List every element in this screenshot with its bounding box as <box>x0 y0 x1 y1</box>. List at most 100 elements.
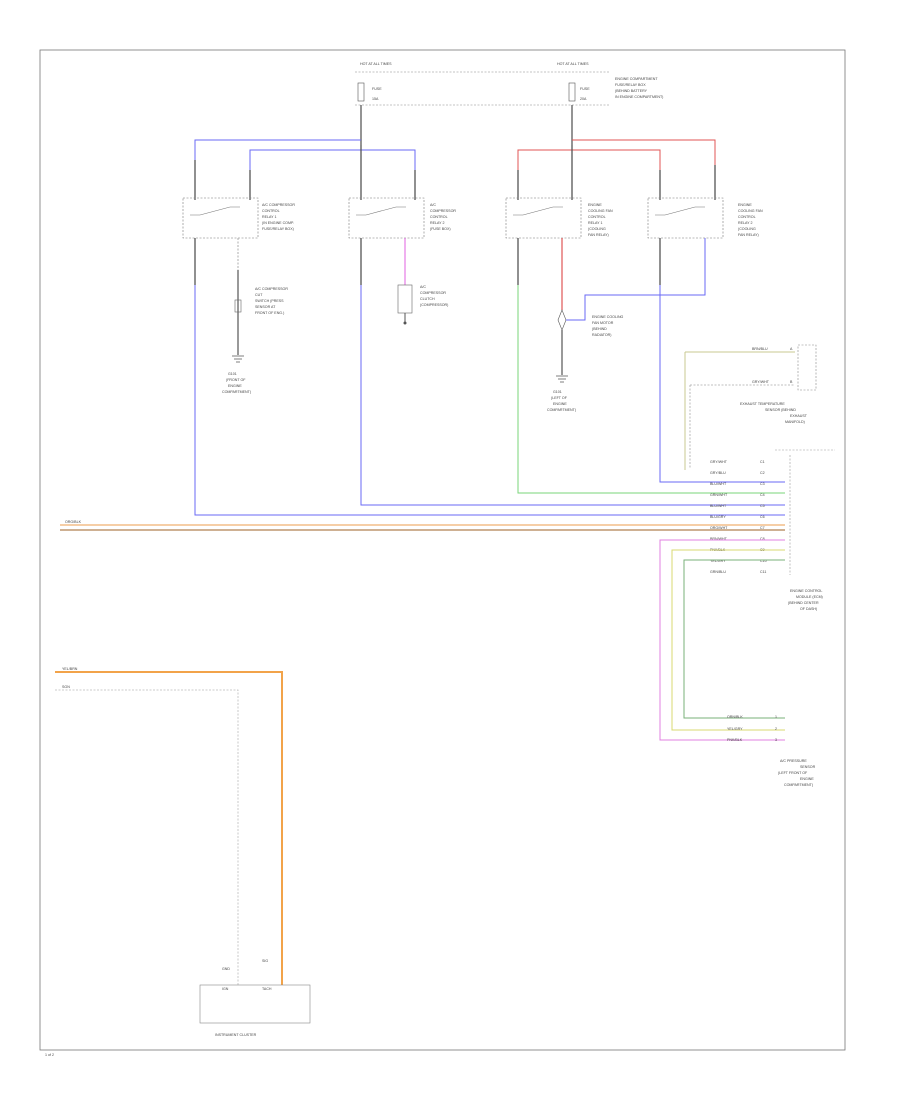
ecm-pin-4: C5 <box>760 504 765 508</box>
relay-1: A/C COMPRESSOR CONTROL RELAY 1 (IN ENGIN… <box>182 197 295 239</box>
relay-2-line-0: A/C <box>430 203 436 207</box>
ac-pressure-wires: ORN/BLK YEL/GRY PNK/BLK 1 2 3 A/C PRESSU… <box>659 539 816 787</box>
relay-1-line-1: CONTROL <box>262 209 280 213</box>
ac-pressure-pin-0: 1 <box>775 715 777 719</box>
ecm-label-1: MODULE (ECM) <box>796 595 823 599</box>
wire-relay4-to-ecm <box>659 285 785 483</box>
instrument-cluster: GND IGN SIG TACH INSTRUMENT CLUSTER <box>199 959 311 1037</box>
ecm-pin-2: C3 <box>760 482 765 486</box>
ac-pressure-pin-2: 3 <box>775 738 777 742</box>
ac-pressure-label-2: (LEFT FRONT OF <box>778 771 808 775</box>
ac-comp-sensor-4: FRONT OF ENG.) <box>255 311 284 315</box>
exhaust-pin-1: B <box>790 380 793 384</box>
ac-comp-sensor: A/C COMPRESSOR CUT SWITCH (PRESS SENSOR … <box>222 238 288 394</box>
relay-1-line-2: RELAY 1 <box>262 215 276 219</box>
exhaust-wire-0: BRN/BLU <box>752 347 768 351</box>
ecm-wire-2: BLU/WHT <box>710 482 727 486</box>
ecm-wire-0: GRY/WHT <box>710 460 728 464</box>
ecm-label-3: OF DASH) <box>800 607 817 611</box>
ecm-connector: GRY/WHT GRY/BLU BLU/WHT GRN/WHT BLU/WHT … <box>710 449 835 611</box>
relay-3-line-5: FAN RELAY) <box>588 233 609 237</box>
exhaust-label-0: EXHAUST TEMPERATURE <box>740 402 785 406</box>
relay-2-line-1: COMPRESSOR <box>430 209 456 213</box>
cooling-fan-0: ENGINE COOLING <box>592 315 624 319</box>
relay-3: ENGINE COOLING FAN CONTROL RELAY 1 (COOL… <box>505 197 613 239</box>
ecm-pin-1: C2 <box>760 471 765 475</box>
ac-comp-sensor-3: SENSOR AT <box>255 305 276 309</box>
wire-relay3-to-ecm <box>517 285 785 494</box>
fuse-note-0: ENGINE COMPARTMENT <box>615 77 658 81</box>
ecm-wire-4: BLU/WHT <box>710 504 727 508</box>
cluster-pin-0-sub: GND <box>222 967 230 971</box>
ecm-pin-5: C6 <box>760 515 765 519</box>
relay-2-line-3: RELAY 2 <box>430 221 444 225</box>
ecm-label-2: (BEHIND CENTER <box>788 601 819 605</box>
cooling-fan-3: RADIATOR) <box>592 333 611 337</box>
ac-clutch-3: (COMPRESSOR) <box>420 303 448 307</box>
ground-left-1: (FRONT OF <box>226 378 246 382</box>
relay-1-line-3: (IN ENGINE COMP. <box>262 221 294 225</box>
cluster-wires: YEL/BRN SGN <box>55 667 283 985</box>
ecm-pin-9: C10 <box>760 559 767 563</box>
ground-left-0: G101 <box>228 372 237 376</box>
relay-4-line-0: ENGINE <box>738 203 752 207</box>
relay-2-line-4: (FUSE BOX) <box>430 227 451 231</box>
exhaust-wire-1: GRY/WHT <box>752 380 770 384</box>
fuse-note-3: IN ENGINE COMPARTMENT) <box>615 95 663 99</box>
page-number: 1 of 2 <box>45 1053 54 1057</box>
blue-fan-return <box>566 238 706 321</box>
relay-3-line-2: CONTROL <box>588 215 606 219</box>
ac-clutch: A/C COMPRESSOR CLUTCH (COMPRESSOR) <box>397 238 448 325</box>
relay-2: A/C COMPRESSOR CONTROL RELAY 2 (FUSE BOX… <box>348 197 456 239</box>
relay-4: ENGINE COOLING FAN CONTROL RELAY 2 (COOL… <box>647 197 763 239</box>
ecm-pin-10: C11 <box>760 570 766 574</box>
relay-4-line-2: CONTROL <box>738 215 756 219</box>
left-orange-wire-label: ORG/BLK <box>65 520 82 524</box>
fuse-left-symbol <box>357 82 365 102</box>
ecm-pin-0: C1 <box>760 460 765 464</box>
relay-4-line-3: RELAY 2 <box>738 221 752 225</box>
cooling-fan-1: FAN MOTOR <box>592 321 614 325</box>
ac-clutch-ground-icon <box>403 321 407 325</box>
ac-clutch-2: CLUTCH <box>420 297 435 301</box>
ground-right-1: (LEFT OF <box>551 396 568 400</box>
ac-pressure-wire-1: YEL/GRY <box>727 727 743 731</box>
fuse-left-title: HOT AT ALL TIMES <box>360 62 392 66</box>
relay-2-line-2: CONTROL <box>430 215 448 219</box>
ecm-wire-3: GRN/WHT <box>710 493 728 497</box>
relay-3-line-4: (COOLING <box>588 227 606 231</box>
cluster-label: INSTRUMENT CLUSTER <box>215 1033 257 1037</box>
ac-clutch-0: A/C <box>420 285 426 289</box>
ecm-wire-7: BRN/WHT <box>710 537 728 541</box>
exhaust-pin-0: A <box>790 347 793 351</box>
exhaust-label-1: SENSOR (BEHIND <box>765 408 796 412</box>
ground-right-3: COMPARTMENT) <box>547 408 576 412</box>
ecm-label-0: ENGINE CONTROL <box>790 589 822 593</box>
ecm-wire-list: GRY/WHT GRY/BLU BLU/WHT GRN/WHT BLU/WHT … <box>710 460 767 574</box>
relay-4-line-5: FAN RELAY) <box>738 233 759 237</box>
ground-left-3: COMPARTMENT) <box>222 390 251 394</box>
fuse-note-2: (BEHIND BATTERY <box>615 89 648 93</box>
fuse-right-symbol <box>568 82 576 102</box>
relay-3-line-1: COOLING FAN <box>588 209 613 213</box>
blue-feed-wires <box>194 139 416 170</box>
ecm-wire-6: ORG/WHT <box>710 526 728 530</box>
ground-left-icon <box>232 355 244 363</box>
ecm-pin-6: C7 <box>760 526 765 530</box>
cluster-pin-1: TACH <box>262 987 272 991</box>
ecm-pin-7: C8 <box>760 537 765 541</box>
relay-3-line-3: RELAY 1 <box>588 221 602 225</box>
ac-pressure-wire-2: PNK/BLK <box>727 738 743 742</box>
relay-3-line-0: ENGINE <box>588 203 602 207</box>
fuse-note-1: FUSE/RELAY BOX <box>615 83 646 87</box>
diagram-border <box>39 49 846 1051</box>
relay-outputs <box>194 238 661 285</box>
ac-comp-sensor-0: A/C COMPRESSOR <box>255 287 288 291</box>
relay-1-line-4: FUSE/RELAY BOX) <box>262 227 294 231</box>
ecm-wire-9: YEL/GRY <box>710 559 726 563</box>
ac-comp-sensor-2: SWITCH (PRESS <box>255 299 284 303</box>
relay-4-line-4: (COOLING <box>738 227 756 231</box>
wire-relay2-to-ecm <box>360 285 785 506</box>
ac-pressure-pin-1: 2 <box>775 727 777 731</box>
